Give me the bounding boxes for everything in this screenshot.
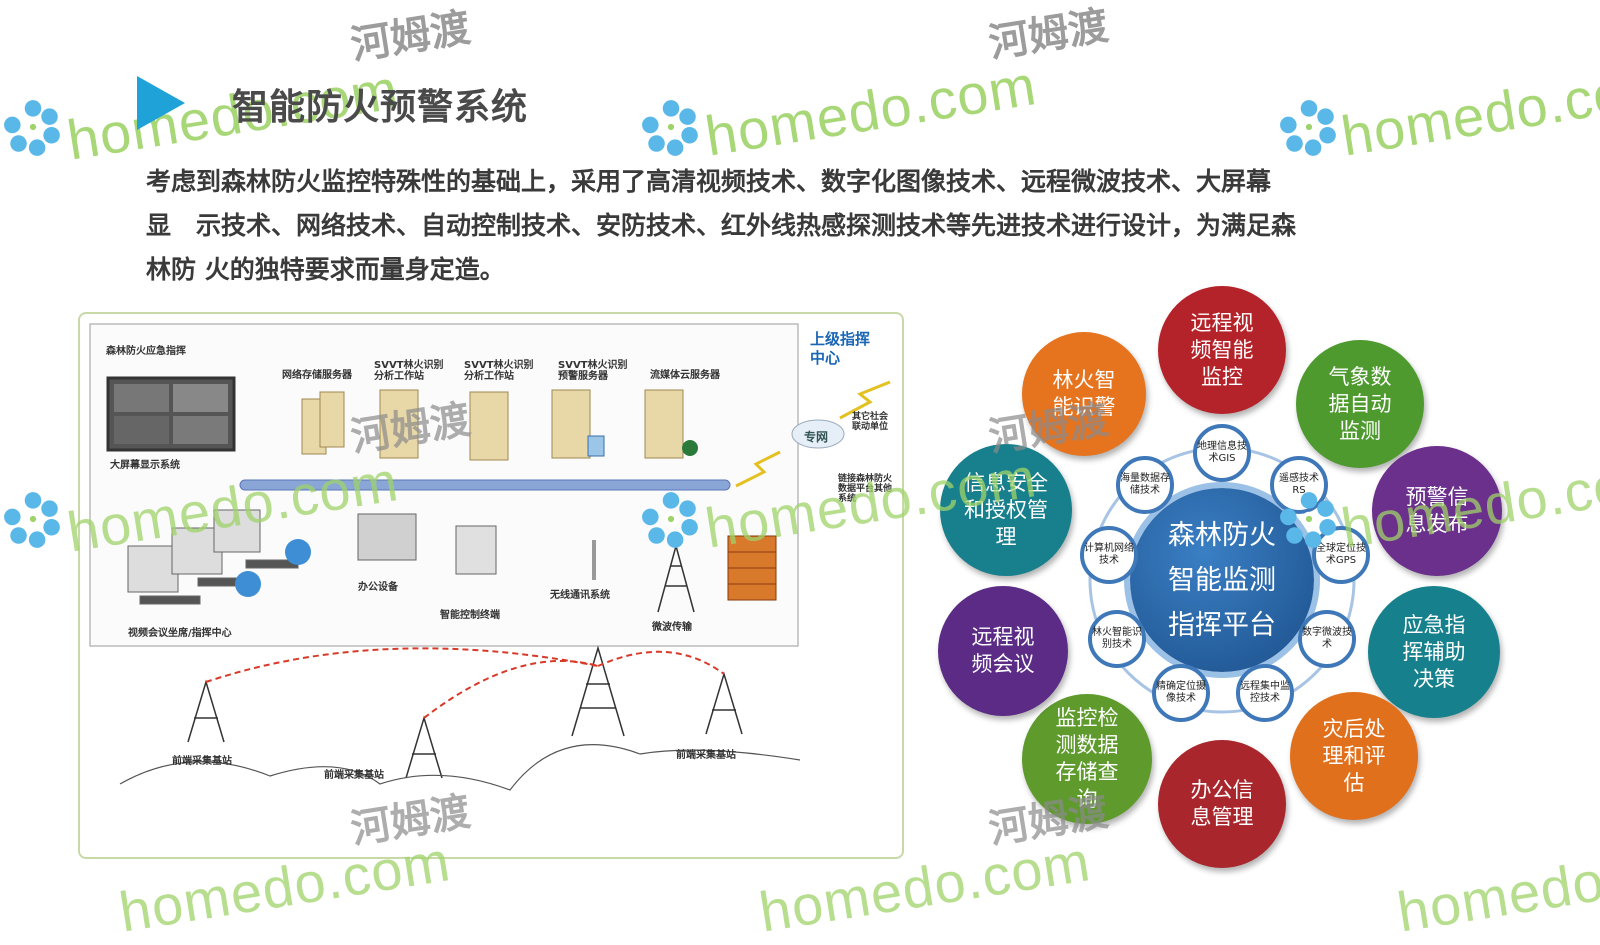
user-icon-2 <box>235 571 261 597</box>
label-video-conf: 视频会议坐席/指挥中心 <box>128 628 232 639</box>
private-network-cloud <box>791 419 845 449</box>
link-dashed-1 <box>205 647 599 683</box>
inner-rs: 遥感技术RS <box>1270 456 1328 514</box>
server-icons <box>301 389 684 461</box>
watermark-chinese-1: 河姆渡 <box>347 4 474 70</box>
inner-camera-positioning: 精确定位摄像技术 <box>1152 664 1210 722</box>
description-line-1: 考虑到森林防火监控特殊性的基础上，采用了高清视频技术、数字化图像技术、远程微波技… <box>146 167 1272 196</box>
outer-alarm-release: 预警信息发布 <box>1372 446 1502 576</box>
link-dashed-2 <box>423 659 599 719</box>
watermark-chinese-2: 河姆渡 <box>985 2 1112 68</box>
inner-network: 计算机网络技术 <box>1080 526 1138 584</box>
description-line-3: 林防 火的独特要求而量身定造。 <box>146 255 505 284</box>
homedo-flower-logo-6 <box>1280 492 1336 548</box>
label-office: 办公设备 <box>358 582 398 593</box>
label-svvt-analysis-2: SVVT林火识别分析工作站 <box>464 360 534 382</box>
title-arrow-icon <box>137 76 185 130</box>
label-private-net: 专网 <box>804 430 829 444</box>
inner-gis: 地理信息技术GIS <box>1193 424 1251 482</box>
inner-gps: 全球定位技术GPS <box>1312 526 1370 584</box>
center-line-2: 智能监测 <box>1168 564 1276 596</box>
network-bus <box>239 479 731 491</box>
outer-emergency-decision: 应急指挥辅助决策 <box>1368 586 1500 718</box>
label-base-2: 前端采集基站 <box>324 770 384 781</box>
label-terminal: 智能控制终端 <box>440 610 500 621</box>
label-network-storage: 网络存储服务器 <box>282 370 352 381</box>
outer-office-info: 办公信息管理 <box>1158 740 1286 868</box>
lightning-icon-1 <box>839 380 891 420</box>
label-wireless: 无线通讯系统 <box>550 590 610 601</box>
label-command: 森林防火应急指挥 <box>106 346 186 357</box>
watermark-latin-3: homedo.com <box>1337 53 1600 168</box>
inner-fire-recognition: 林火智能识别技术 <box>1088 610 1146 668</box>
label-streaming: 流媒体云服务器 <box>650 370 720 381</box>
disk-icon <box>587 435 605 457</box>
outer-info-security: 信息安全和授权管理 <box>940 444 1072 576</box>
lightning-icon-2 <box>735 450 781 488</box>
diagram-drawing <box>89 323 891 791</box>
control-terminal-icon <box>455 525 497 575</box>
inner-mass-storage: 海量数据存储技术 <box>1116 456 1174 514</box>
label-linkage: 链接森林防火数据平台其他系统 <box>838 474 893 504</box>
outer-weather-monitor: 气象数据自动监测 <box>1296 340 1424 468</box>
hills-outline <box>119 744 801 791</box>
homedo-flower-logo-3 <box>1280 100 1336 156</box>
outer-post-disaster: 灾后处理和评估 <box>1290 692 1418 820</box>
link-dashed-3 <box>597 650 725 675</box>
label-svvt-alarm: SVVT林火识别预警服务器 <box>558 360 628 382</box>
homedo-flower-logo-5 <box>642 492 698 548</box>
outer-fire-recognition: 林火智能识警 <box>1022 332 1146 456</box>
label-big-screen: 大屏幕显示系统 <box>110 460 180 471</box>
label-base-1: 前端采集基站 <box>172 756 232 767</box>
label-microwave: 微波传输 <box>652 622 692 633</box>
system-architecture-diagram: 森林防火应急指挥 上级指挥中心 网络存储服务器 SVVT林火识别分析工作站 SV… <box>78 312 904 859</box>
label-base-3: 前端采集基站 <box>676 750 736 761</box>
workstation-icons <box>127 509 299 605</box>
homedo-flower-logo-4 <box>4 492 60 548</box>
inner-microwave: 数字微波技术 <box>1298 610 1356 668</box>
label-other-units: 其它社会联动单位 <box>852 412 889 432</box>
page-title: 智能防火预警系统 <box>232 87 529 128</box>
description-line-2: 显 示技术、网络技术、自动控制技术、安防技术、红外线热感探测技术等先进技术进行设… <box>146 211 1297 240</box>
user-icon-1 <box>285 539 311 565</box>
homedo-flower-logo-1 <box>4 100 60 156</box>
firewall-icon <box>727 535 777 601</box>
outer-remote-video-monitor: 远程视频智能监控 <box>1158 286 1286 414</box>
inner-central-monitor: 远程集中监控技术 <box>1236 664 1294 722</box>
label-svvt-analysis-1: SVVT林火识别分析工作站 <box>374 360 444 382</box>
description: 考虑到森林防火监控特殊性的基础上，采用了高清视频技术、数字化图像技术、远程微波技… <box>146 160 1466 292</box>
watermark-latin-2: homedo.com <box>701 53 1041 168</box>
outer-video-conference: 远程视频会议 <box>938 586 1068 716</box>
platform-wheel: 森林防火 智能监测 指挥平台 远程视频智能监控 气象数据自动监测 预警信息发布 … <box>930 280 1600 900</box>
center-line-1: 森林防火 <box>1168 519 1276 551</box>
homedo-flower-logo-2 <box>642 100 698 156</box>
big-screen-icon <box>106 376 236 452</box>
field-tower-icons <box>187 645 743 779</box>
outer-data-storage-query: 监控检测数据存储查询 <box>1022 694 1152 824</box>
globe-icon <box>682 440 698 456</box>
label-upper-command: 上级指挥中心 <box>810 330 871 367</box>
office-equipment-icon <box>357 513 417 561</box>
center-line-3: 指挥平台 <box>1168 609 1276 641</box>
